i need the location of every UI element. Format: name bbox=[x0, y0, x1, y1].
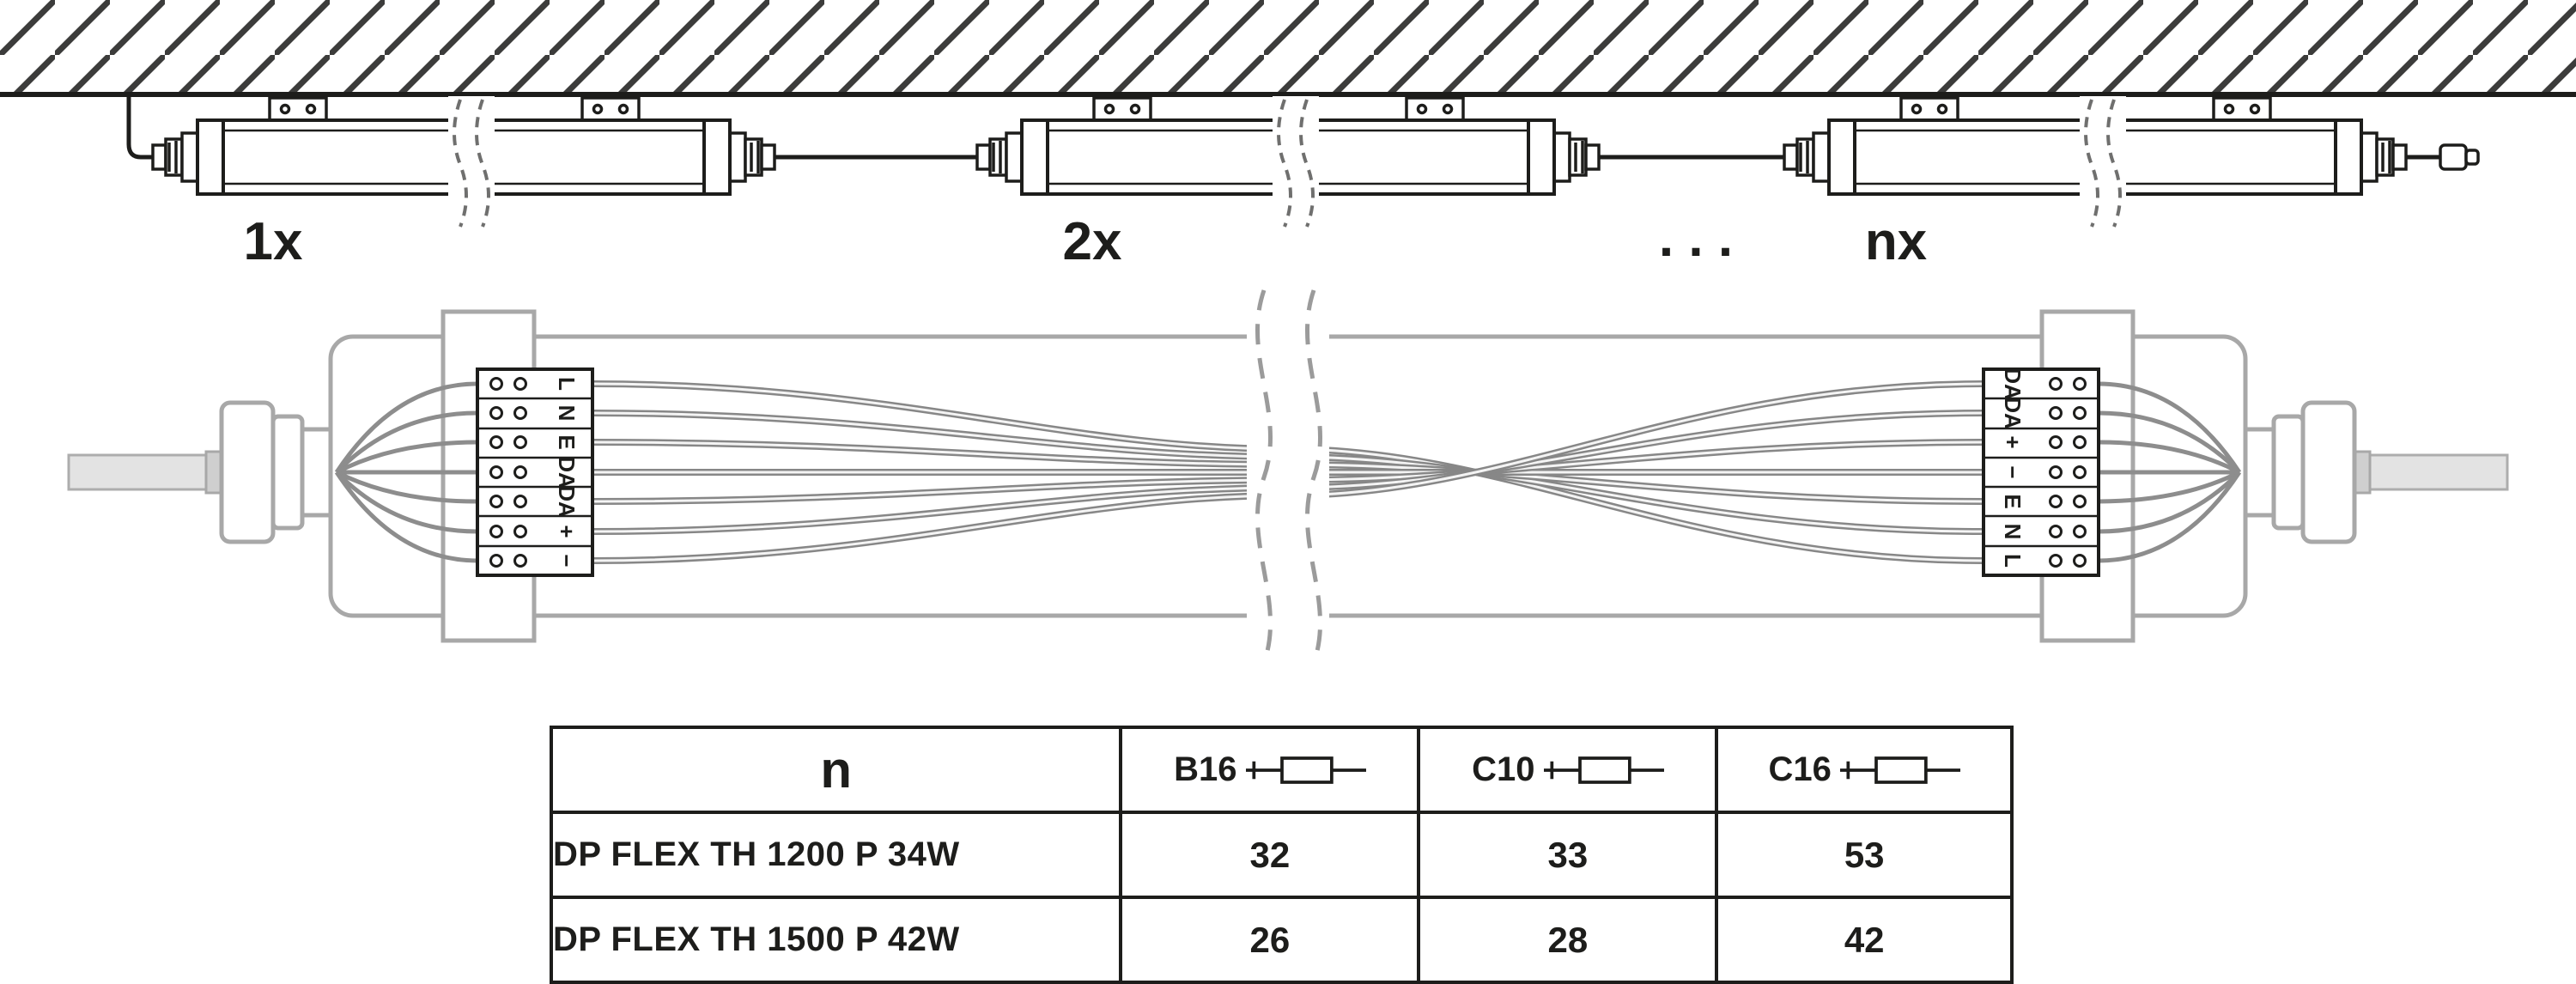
end-cap bbox=[2406, 143, 2480, 171]
terminal-label: N bbox=[554, 405, 580, 422]
breaker-label: B16 bbox=[1174, 750, 1237, 788]
label-nx: nx bbox=[1865, 212, 1928, 271]
wire-fan-right bbox=[2098, 381, 2242, 563]
cable-stub-right bbox=[2353, 453, 2509, 491]
fuse-icon bbox=[1245, 756, 1366, 784]
terminal-label: − bbox=[2000, 465, 2026, 478]
internal-wiring-detail: L N E DA DA + − DA bbox=[67, 289, 2509, 664]
terminal-block-right: DA DA + − E N L bbox=[1982, 367, 2100, 577]
label-1x: 1x bbox=[244, 212, 303, 271]
mains-supply-wire bbox=[126, 96, 153, 160]
terminal-label: DA bbox=[2000, 367, 2026, 400]
luminaire-row-diagram: 1x 2x . . . nx bbox=[0, 0, 2576, 271]
breaker-label: C16 bbox=[1768, 750, 1832, 788]
terminal-label: − bbox=[554, 554, 580, 567]
ceiling-hatch bbox=[0, 0, 2576, 97]
terminal-label: N bbox=[2000, 524, 2026, 540]
breaker-label: C10 bbox=[1472, 750, 1535, 788]
cable-gland-right bbox=[2243, 400, 2372, 544]
wire-fan-left bbox=[334, 381, 478, 563]
max-count-c10: 33 bbox=[1417, 811, 1719, 899]
luminaire-2 bbox=[975, 94, 1601, 228]
terminal-label: L bbox=[554, 377, 580, 391]
terminal-label: DA bbox=[554, 485, 580, 518]
terminal-block-left: L N E DA DA + − bbox=[476, 367, 594, 577]
product-name: DP FLEX TH 1200 P 34W bbox=[549, 811, 1123, 899]
fuse-icon bbox=[1543, 756, 1664, 784]
label-2x: 2x bbox=[1063, 212, 1122, 271]
length-break bbox=[1247, 289, 1329, 664]
luminaire-1 bbox=[151, 94, 776, 228]
terminal-label: E bbox=[554, 434, 580, 449]
cable-stub-left bbox=[67, 453, 223, 491]
header-c10: C10 bbox=[1417, 726, 1719, 814]
max-count-c16: 53 bbox=[1715, 811, 2014, 899]
breaker-table-container: n B16 C10 bbox=[549, 726, 2014, 984]
table-header-row: n B16 C10 bbox=[549, 726, 2014, 814]
max-count-c16: 42 bbox=[1715, 896, 2014, 984]
label-ellipsis: . . . bbox=[1659, 209, 1733, 268]
luminaire-n bbox=[1783, 94, 2408, 228]
terminal-label: + bbox=[2000, 435, 2026, 448]
cable-gland-left bbox=[204, 400, 333, 544]
breaker-table: n B16 C10 bbox=[549, 726, 2014, 984]
terminal-label: DA bbox=[2000, 397, 2026, 429]
terminal-label: E bbox=[2000, 494, 2026, 508]
product-name: DP FLEX TH 1500 P 42W bbox=[549, 896, 1123, 984]
max-count-b16: 32 bbox=[1119, 811, 1421, 899]
max-count-c10: 28 bbox=[1417, 896, 1719, 984]
header-n: n bbox=[549, 726, 1123, 814]
fuse-icon bbox=[1839, 756, 1960, 784]
terminal-label: + bbox=[554, 525, 580, 538]
table-row: DP FLEX TH 1500 P 42W 26 28 42 bbox=[549, 896, 2014, 984]
max-count-b16: 26 bbox=[1119, 896, 1421, 984]
terminal-label: DA bbox=[554, 456, 580, 489]
header-c16: C16 bbox=[1715, 726, 2014, 814]
terminal-label: L bbox=[2000, 554, 2026, 568]
table-row: DP FLEX TH 1200 P 34W 32 33 53 bbox=[549, 811, 2014, 899]
header-b16: B16 bbox=[1119, 726, 1421, 814]
